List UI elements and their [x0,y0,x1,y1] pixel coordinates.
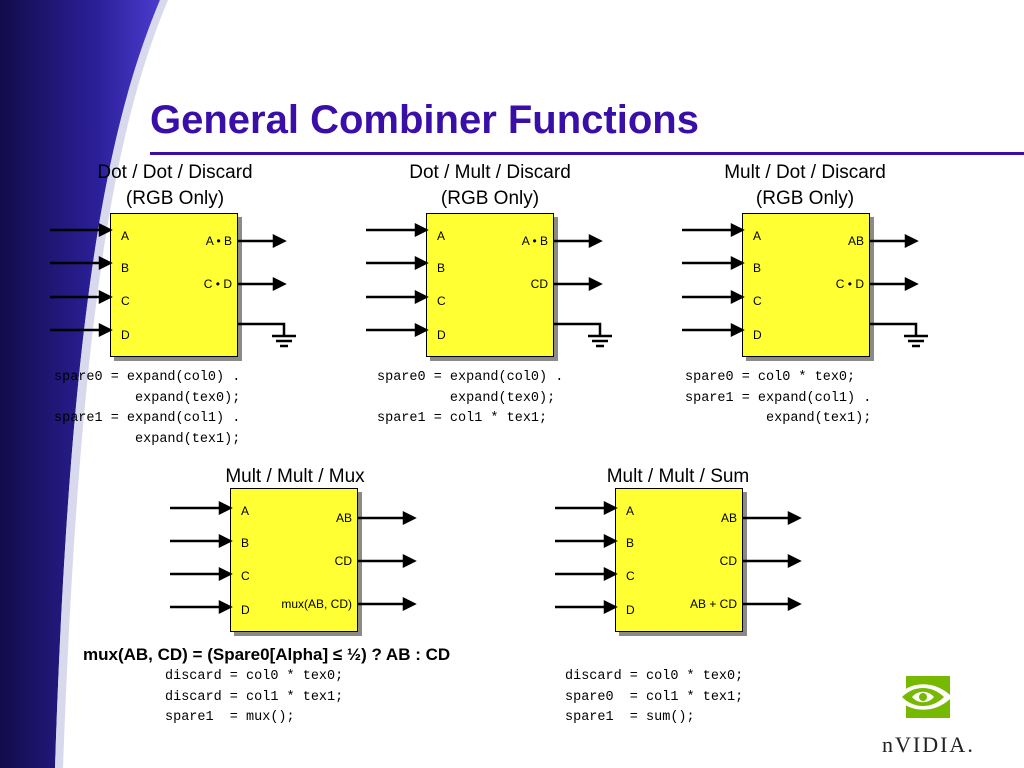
output-label-1: AB [847,234,864,248]
panel-3-heading-line2: (RGB Only) [755,188,855,209]
input-arrow [730,255,745,271]
panel-1-code: spare0 = expand(col0) . expand(tex0); sp… [54,370,241,447]
input-label-b: B [121,261,130,275]
block-body: A B C D AB CD mux(AB, CD) [230,488,358,632]
input-label-d: D [241,603,250,617]
output-label-2: CD [530,277,548,291]
output-arrow [402,553,417,569]
input-label-d: D [753,328,762,342]
output-label-2: CD [334,554,352,568]
input-label-a: A [241,504,250,518]
output-arrow [272,276,287,292]
input-arrow [98,222,113,238]
output-arrow [787,510,802,526]
block-body: A B C D A • B C • D [110,213,238,357]
panel-3-code: spare0 = col0 * tex0; spare1 = expand(co… [685,370,872,426]
block-wires [555,500,802,615]
input-arrow [218,500,233,516]
panel-2-heading: Dot / Mult / Discard (RGB Only) [380,160,600,212]
block-wires [682,222,928,348]
panel-5-code: discard = col0 * tex0; spare0 = col1 * t… [565,669,744,725]
panel-5-heading-line1: Mult / Mult / Sum [606,466,750,487]
input-arrow [730,289,745,305]
title-divider [150,152,1024,155]
input-label-c: C [121,294,130,308]
input-label-c: C [753,294,762,308]
output-arrow [402,510,417,526]
input-label-b: B [241,536,250,550]
output-arrow [588,276,603,292]
panel-5-heading: Mult / Mult / Sum [568,464,788,490]
input-arrow [730,322,745,338]
block-body: A B C D AB CD AB + CD [615,488,743,632]
panel-4-heading: Mult / Mult / Mux [185,464,405,490]
output-label-2: C • D [835,277,864,291]
output-label-2: CD [719,554,737,568]
input-label-d: D [121,328,130,342]
input-arrow [98,255,113,271]
panel-2-heading-line1: Dot / Mult / Discard [409,162,571,183]
input-arrow [414,222,429,238]
output-arrow [402,596,417,612]
input-arrow [414,289,429,305]
input-arrow [98,322,113,338]
input-label-d: D [437,328,446,342]
input-arrow [98,289,113,305]
output-arrow [904,233,919,249]
page-title: General Combiner Functions [150,98,699,142]
input-label-c: C [626,569,635,583]
output-label-1: A • B [521,234,548,248]
output-label-2: C • D [203,277,232,291]
output-label-3: mux(AB, CD) [281,597,352,611]
output-arrow [904,276,919,292]
input-arrow [414,322,429,338]
panel-4-code: discard = col0 * tex0; discard = col1 * … [165,669,344,725]
input-arrow [218,533,233,549]
input-arrow [603,599,618,615]
output-arrow [588,233,603,249]
panel-3-heading-line1: Mult / Dot / Discard [724,162,886,183]
input-arrow [218,599,233,615]
nvidia-eye-logo-icon: nVIDIA. [882,676,975,757]
block-wires [50,222,296,348]
mux-formula: mux(AB, CD) = (Spare0[Alpha] ≤ ½) ? AB :… [83,645,451,664]
output-label-1: AB [720,511,737,525]
input-label-b: B [437,261,446,275]
input-arrow [414,255,429,271]
nvidia-wordmark: nVIDIA. [882,732,975,757]
input-label-d: D [626,603,635,617]
input-label-a: A [753,229,762,243]
input-arrow [730,222,745,238]
panel-4-heading-line1: Mult / Mult / Mux [225,466,365,487]
input-arrow [603,533,618,549]
panel-1-heading: Dot / Dot / Discard (RGB Only) [65,160,285,212]
block-wires [170,500,417,615]
panel-1-heading-line1: Dot / Dot / Discard [97,162,253,183]
panel-3-heading: Mult / Dot / Discard (RGB Only) [695,160,915,212]
output-label-1: AB [335,511,352,525]
input-arrow [603,566,618,582]
output-label-1: A • B [205,234,232,248]
input-label-b: B [626,536,635,550]
block-body: A B C D AB C • D [742,213,870,357]
panel-2-heading-line2: (RGB Only) [440,188,540,209]
panel-1-heading-line2: (RGB Only) [125,188,225,209]
block-wires [366,222,612,348]
input-arrow [603,500,618,516]
input-label-a: A [437,229,446,243]
input-label-a: A [121,229,130,243]
block-body: A B C D A • B CD [426,213,554,357]
output-arrow [787,553,802,569]
input-label-b: B [753,261,762,275]
input-label-c: C [241,569,250,583]
output-label-3: AB + CD [689,597,737,611]
input-arrow [218,566,233,582]
panel-2-code: spare0 = expand(col0) . expand(tex0); sp… [377,370,564,426]
input-label-c: C [437,294,446,308]
input-label-a: A [626,504,635,518]
output-arrow [787,596,802,612]
output-arrow [272,233,287,249]
